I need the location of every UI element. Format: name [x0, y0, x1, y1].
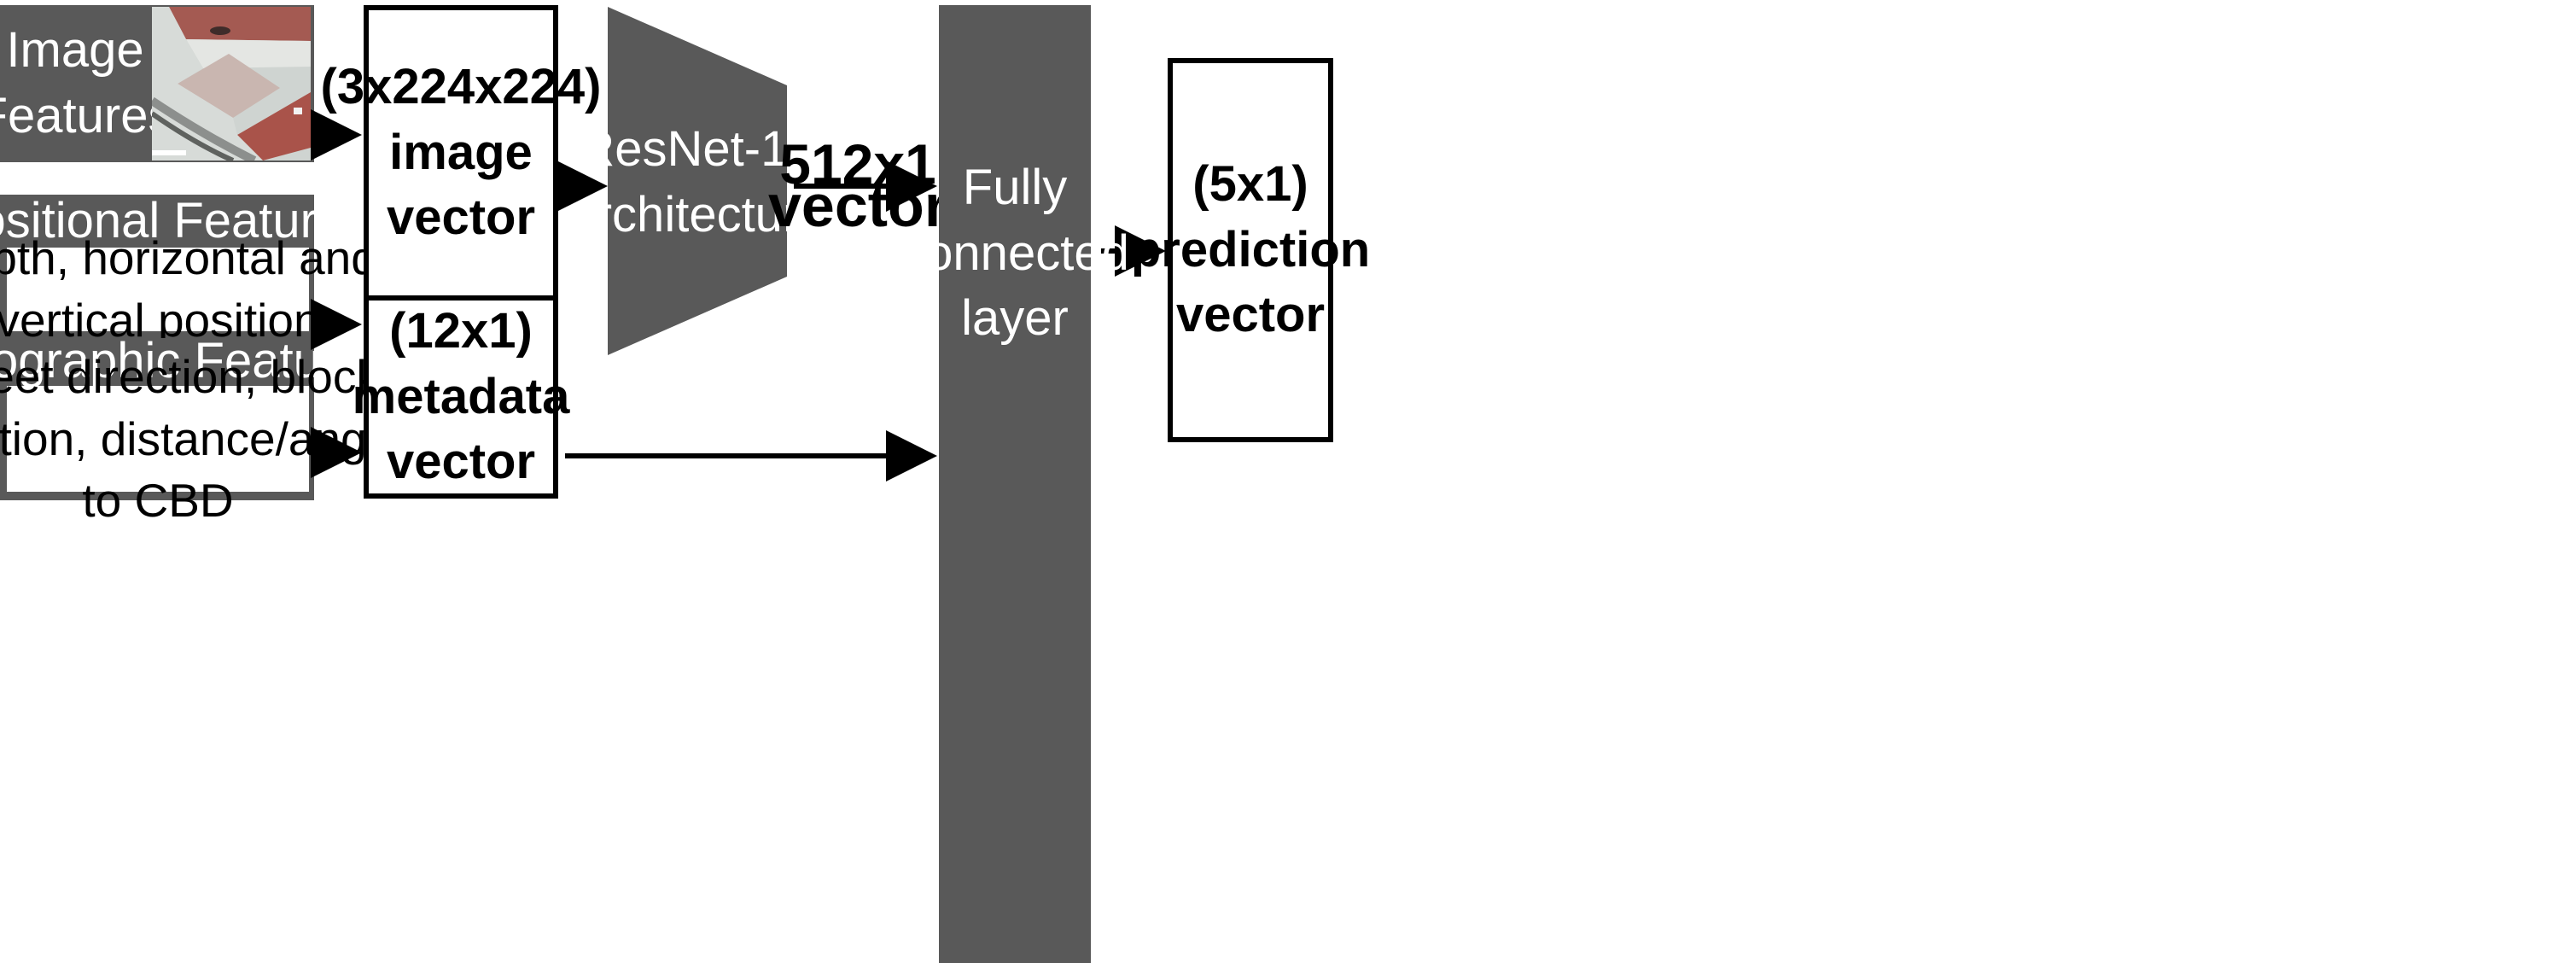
positional-features-description: depth, horizontal and vertical position — [0, 231, 377, 347]
image-features-line1: Image — [6, 22, 144, 79]
prediction-line2: prediction — [1130, 221, 1371, 277]
image-vector-line2: image — [389, 124, 533, 180]
resnet-line1: ResNet-18 — [579, 121, 816, 178]
image-features-line2: Features — [0, 88, 173, 143]
prediction-line1: (5x1) — [1192, 156, 1308, 213]
fc-line1: Fully — [962, 160, 1068, 216]
metadata-vector-line3: vector — [386, 434, 536, 490]
image-vector-line3: vector — [386, 190, 536, 246]
resnet-trapezoid — [608, 7, 787, 355]
prediction-vector-box: (5x1) prediction vector — [1131, 58, 1370, 442]
input-vectors-divider — [364, 295, 558, 301]
feature-vector-line1: 512x1 — [779, 132, 936, 196]
input-vectors-box — [364, 5, 558, 499]
metadata-vector-line2: metadata — [352, 368, 570, 424]
positional-features-title: Positional Features — [0, 193, 369, 248]
resnet-line2: architecture — [568, 187, 827, 242]
image-vector-line1: (3x224x224) — [320, 59, 602, 115]
geographic-desc-line1: street direction, block — [0, 350, 380, 404]
prediction-line3: vector — [1175, 287, 1326, 343]
fully-connected-layer: Fully connected layer — [900, 5, 1129, 963]
sidewalk-photo — [152, 7, 311, 160]
image-vector-label: (3x224x224) image vector — [321, 10, 602, 295]
feature-vector-line2: vector — [768, 172, 947, 239]
image-features-label: Image Features — [0, 5, 172, 162]
sidewalk-photo-drawing — [152, 7, 311, 160]
positional-desc-line2: vertical position — [0, 294, 320, 347]
fc-line3: layer — [961, 290, 1069, 347]
resnet-label: ResNet-18 architecture — [568, 102, 826, 263]
feature-vector-line2-text: vector — [767, 172, 948, 239]
feature-vector-line1-text: 512x1 — [779, 132, 936, 196]
geographic-desc-line3: to CBD — [82, 474, 234, 528]
metadata-vector-label: (12x1) metadata vector — [353, 301, 570, 493]
metadata-vector-line1: (12x1) — [389, 303, 533, 359]
fc-line2: connected — [900, 225, 1129, 281]
positional-features-title-text: Positional Features — [0, 192, 370, 248]
positional-desc-line1: depth, horizontal and — [0, 231, 377, 285]
